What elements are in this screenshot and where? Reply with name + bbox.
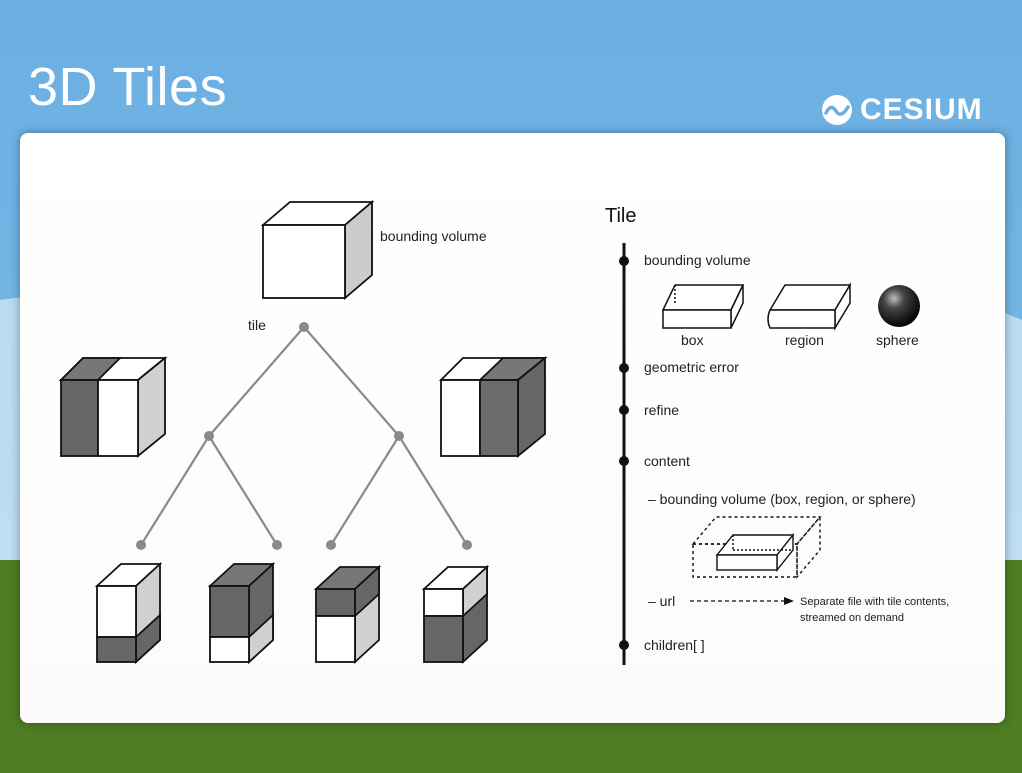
slide-title: 3D Tiles <box>28 57 228 117</box>
edge-right-child1 <box>330 435 400 546</box>
bullet-content <box>619 456 629 466</box>
node-left <box>204 431 214 441</box>
tree-nodes <box>136 322 472 550</box>
schema-refine: refine <box>644 402 679 418</box>
cesium-logo-text: CESIUM <box>860 93 983 126</box>
tree-edges <box>140 326 468 546</box>
region-icon <box>767 282 852 331</box>
node-leaf-2 <box>272 540 282 550</box>
cesium-logo: CESIUM <box>820 90 983 130</box>
cesium-logo-icon <box>822 95 852 125</box>
bullet-geometric-error <box>619 363 629 373</box>
schema-content: content <box>644 453 690 469</box>
edge-root-left <box>208 326 305 437</box>
box-label: box <box>681 332 704 348</box>
region-label: region <box>785 332 824 348</box>
bullet-bounding-volume <box>619 256 629 266</box>
schema-children: children[ ] <box>644 637 705 653</box>
schema-bullets <box>619 256 629 650</box>
bounding-volume-label: bounding volume <box>380 228 487 244</box>
leaf-cube-3 <box>313 564 382 665</box>
schema-url: – url <box>648 593 675 609</box>
content-volume-icon <box>691 515 822 579</box>
bullet-children <box>619 640 629 650</box>
sphere-icon <box>878 285 920 327</box>
url-note-line-1: Separate file with tile contents, <box>800 596 949 608</box>
edge-left-child2 <box>208 435 278 546</box>
schema-geometric-error: geometric error <box>644 359 739 375</box>
right-child-cube <box>438 356 548 458</box>
edge-left-child1 <box>140 435 210 546</box>
leaf-cube-2 <box>207 561 276 665</box>
url-arrow-head <box>784 597 794 605</box>
root-bounding-cube <box>260 200 375 300</box>
schema-content-bounding-volume: – bounding volume (box, region, or spher… <box>648 491 916 507</box>
node-leaf-1 <box>136 540 146 550</box>
edge-root-right <box>303 326 400 437</box>
node-leaf-3 <box>326 540 336 550</box>
edge-right-child2 <box>398 435 468 546</box>
node-root <box>299 322 309 332</box>
url-note-line-2: streamed on demand <box>800 612 904 624</box>
schema-bounding-volume: bounding volume <box>644 252 751 268</box>
leaf-cube-4 <box>421 564 490 665</box>
tile-label: tile <box>248 317 266 333</box>
tile-heading: Tile <box>605 205 636 227</box>
box-icon <box>661 284 745 329</box>
leaf-cube-1 <box>94 561 163 665</box>
node-leaf-4 <box>462 540 472 550</box>
node-right <box>394 431 404 441</box>
left-child-cube <box>58 356 168 458</box>
bullet-refine <box>619 405 629 415</box>
sphere-label: sphere <box>876 332 919 348</box>
